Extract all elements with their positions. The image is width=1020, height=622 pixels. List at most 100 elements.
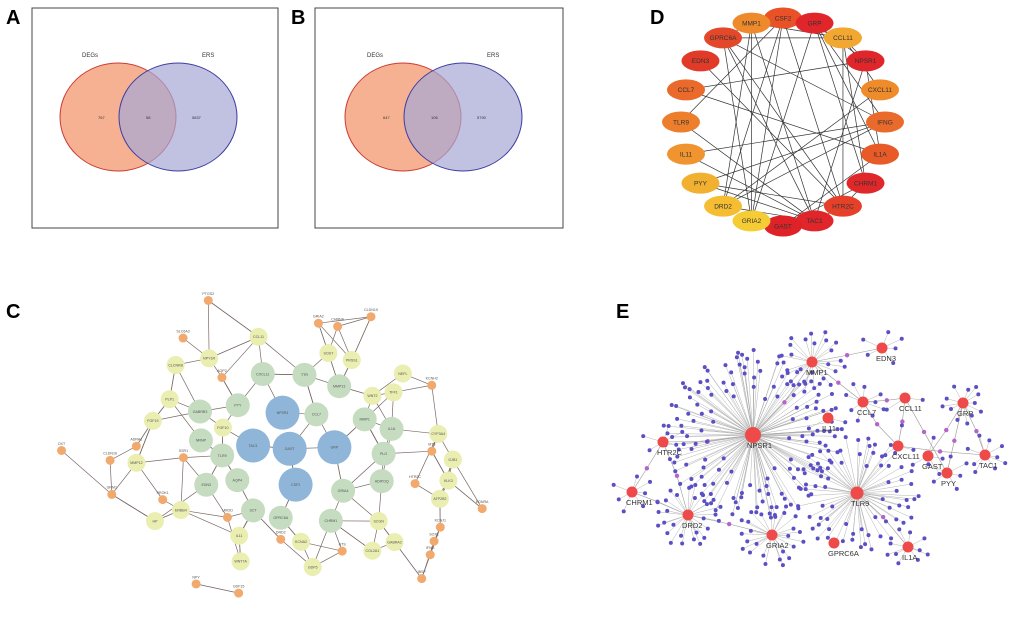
target-gene-node — [801, 539, 806, 544]
target-gene-node — [925, 552, 930, 557]
target-gene-node — [955, 417, 960, 422]
target-gene-node — [912, 497, 917, 502]
target-gene-node — [922, 536, 927, 541]
target-gene-node — [705, 378, 710, 383]
network-edge — [856, 470, 912, 494]
target-gene-node — [679, 533, 684, 538]
target-gene-node — [781, 360, 786, 365]
protein-node-cxcl11 — [250, 362, 275, 387]
target-gene-node — [987, 438, 992, 443]
protein-node-mmp13 — [327, 374, 352, 399]
network-edge — [819, 451, 858, 494]
gene-node-gria2 — [732, 210, 771, 232]
target-gene-node — [838, 358, 843, 363]
target-gene-node — [826, 448, 831, 453]
target-gene-node — [888, 442, 893, 447]
target-gene-node — [763, 562, 768, 567]
target-gene-node — [872, 442, 877, 447]
target-gene-node — [880, 454, 885, 459]
network-edge — [730, 372, 754, 436]
target-gene-node — [810, 526, 815, 531]
gene-node-npsr1 — [846, 50, 885, 72]
network-edge — [752, 434, 805, 474]
protein-node-label: MMP12 — [130, 461, 142, 465]
target-gene-node — [807, 514, 812, 519]
target-gene-node — [801, 467, 806, 472]
shared-target-node — [952, 438, 957, 443]
target-gene-node — [721, 380, 726, 385]
protein-node-klk3 — [439, 471, 458, 490]
network-edge — [707, 380, 754, 436]
target-gene-node — [780, 563, 785, 568]
target-gene-node — [825, 516, 830, 521]
target-gene-node — [931, 479, 936, 484]
hub-gene-label: NPSR1 — [747, 441, 772, 450]
network-edge — [180, 509, 240, 537]
network-edge — [856, 445, 870, 494]
target-gene-node — [871, 450, 876, 455]
network-edge — [674, 434, 754, 463]
target-gene-node — [781, 549, 786, 554]
gene-node-label: GAST — [774, 223, 792, 230]
protein-node-label: EDNRA — [476, 500, 489, 504]
panel-d-letter: D — [650, 7, 664, 29]
network-edge — [715, 434, 754, 511]
protein-node-clcnkb — [166, 355, 185, 374]
target-gene-node — [815, 461, 820, 466]
network-edge — [746, 358, 754, 436]
target-gene-node — [829, 348, 834, 353]
protein-node-grm1 — [107, 489, 117, 499]
network-edge — [752, 434, 757, 513]
protein-node-label: NPSR1 — [277, 411, 289, 415]
target-gene-node — [823, 484, 828, 489]
gene-node-label: EDN3 — [692, 58, 710, 65]
gene-node-label: CHRM1 — [854, 180, 877, 187]
target-gene-node — [828, 382, 833, 387]
target-gene-node — [656, 523, 661, 528]
target-gene-node — [797, 530, 802, 535]
hub-gene-label: IL1A — [902, 553, 917, 562]
target-gene-node — [897, 527, 902, 532]
network-edge — [808, 492, 858, 496]
protein-node-mmp1 — [352, 407, 377, 432]
gene-node-grp — [795, 12, 834, 34]
network-edge — [752, 421, 832, 436]
target-gene-node — [709, 392, 714, 397]
target-gene-node — [804, 439, 809, 444]
target-gene-node — [806, 426, 811, 431]
network-edge — [704, 434, 754, 502]
target-gene-node — [647, 448, 652, 453]
target-gene-node — [824, 338, 829, 343]
protein-node-kcna2 — [292, 532, 311, 551]
target-gene-node — [844, 393, 849, 398]
gene-node-label: IFNG — [877, 119, 893, 126]
target-gene-node — [803, 381, 808, 386]
network-edge — [726, 434, 754, 484]
target-gene-node — [769, 505, 774, 510]
target-gene-node — [795, 370, 800, 375]
target-gene-node — [675, 454, 680, 459]
network-edge — [109, 460, 113, 495]
network-edge — [713, 434, 754, 484]
target-gene-node — [709, 501, 714, 506]
network-edge — [847, 347, 883, 356]
target-gene-node — [667, 457, 672, 462]
protein-node-label: CYP3A4 — [431, 432, 445, 436]
network-edge — [827, 492, 858, 538]
hub-gene-tlr9 — [850, 486, 864, 500]
target-gene-node — [773, 514, 778, 519]
network-edge — [856, 492, 919, 497]
target-gene-node — [793, 514, 798, 519]
network-edge — [752, 434, 832, 463]
protein-node-fgf19 — [143, 411, 162, 430]
target-gene-node — [775, 361, 780, 366]
network-edge — [752, 434, 777, 508]
network-edge — [856, 492, 872, 550]
protein-node-sost — [319, 344, 338, 363]
protein-node-label: MT3 — [428, 442, 435, 446]
target-gene-node — [662, 520, 667, 525]
target-gene-node — [873, 515, 878, 520]
target-gene-node — [668, 488, 673, 493]
shared-target-node — [880, 514, 886, 520]
protein-node-gria4 — [331, 478, 356, 503]
